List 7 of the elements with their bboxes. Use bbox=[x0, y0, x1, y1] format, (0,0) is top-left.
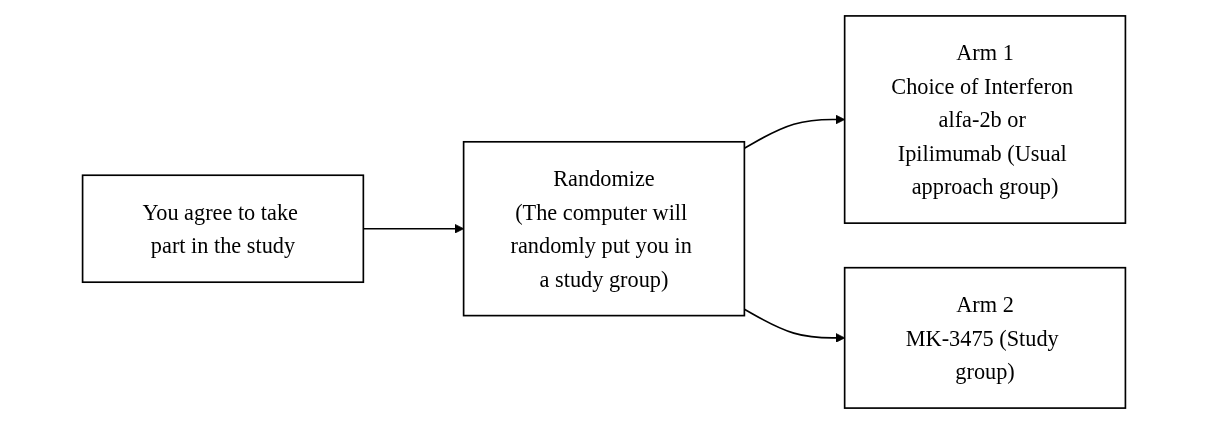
arrow bbox=[743, 308, 845, 343]
node-box: Arm 1 Choice of Interferon alfa-2b or Ipilimumab (Usual approach group) bbox=[843, 15, 1126, 224]
node-box: Randomize (The computer will randomly put you in a study group) bbox=[462, 140, 745, 317]
node-box: Arm 2 MK-3475 (Study group) bbox=[843, 266, 1126, 409]
arrow bbox=[743, 114, 845, 150]
node-box: You agree to take part in the study bbox=[81, 174, 364, 284]
arrow bbox=[362, 223, 464, 234]
